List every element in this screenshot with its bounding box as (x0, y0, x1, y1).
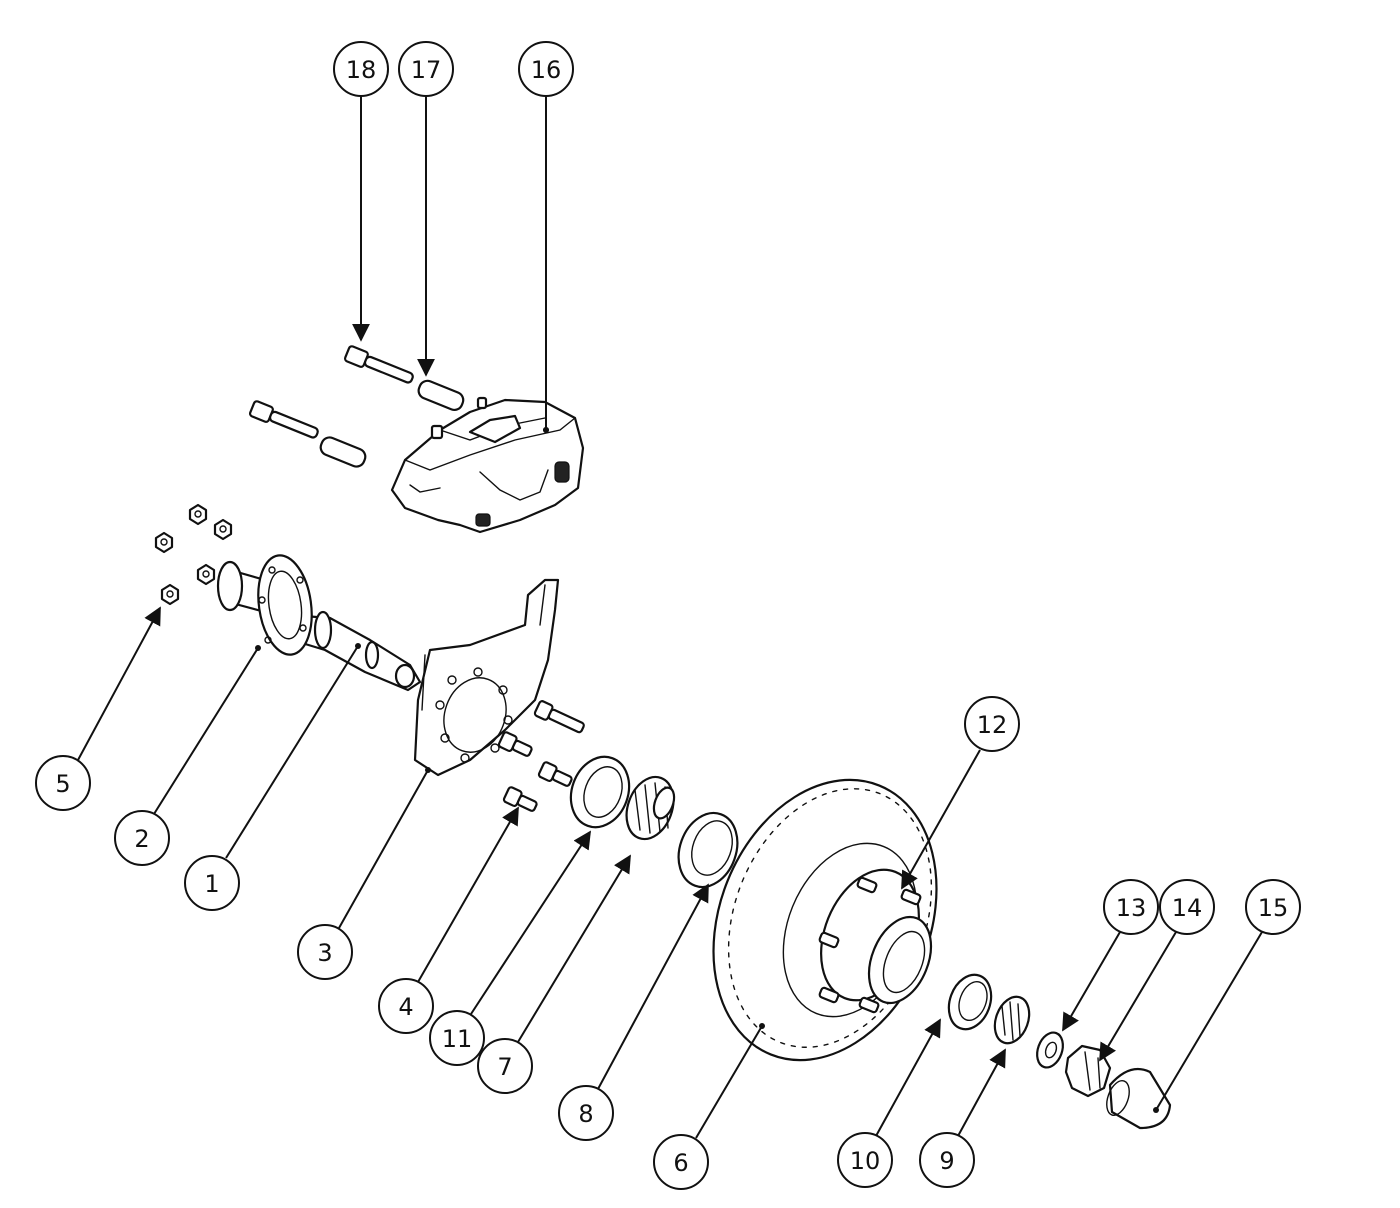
callout-number: 7 (497, 1053, 512, 1081)
inner-bearing-cone (625, 775, 676, 841)
callout-5: 5 (35, 755, 91, 811)
callout-number: 3 (317, 939, 332, 967)
callout-number: 18 (346, 56, 377, 84)
spindle-washer (1036, 1031, 1064, 1069)
bracket-bolts (497, 700, 585, 812)
leader-line-11 (470, 830, 591, 1015)
leader-line-1 (225, 645, 359, 859)
spindle (216, 560, 422, 692)
callout-10: 10 (837, 1132, 893, 1188)
caliper-bolt-upper (343, 345, 414, 384)
outer-bearing-cup (947, 973, 993, 1031)
dust-cap (1106, 1067, 1172, 1130)
leader-line-2 (153, 647, 259, 815)
callout-16: 16 (518, 41, 574, 97)
leader-line-8 (597, 883, 709, 1090)
callout-15: 15 (1245, 879, 1301, 935)
leader-line-6 (695, 1025, 763, 1139)
spindle-flange (257, 554, 313, 656)
callout-17: 17 (398, 41, 454, 97)
callout-9: 9 (919, 1132, 975, 1188)
callout-circle (398, 41, 454, 97)
callout-number: 5 (55, 770, 70, 798)
callout-number: 9 (939, 1147, 954, 1175)
brake-caliper (390, 396, 585, 534)
caliper-sleeve-lower (319, 436, 367, 468)
callout-number: 17 (411, 56, 442, 84)
callout-number: 13 (1116, 894, 1147, 922)
callout-circle (1103, 879, 1159, 935)
callout-circle (1159, 879, 1215, 935)
callout-number: 11 (442, 1025, 473, 1053)
callout-14: 14 (1159, 879, 1215, 935)
outer-bearing-cone (993, 995, 1031, 1045)
callout-circle (653, 1134, 709, 1190)
grease-seal (569, 755, 631, 829)
callout-number: 4 (398, 993, 413, 1021)
callout-11: 11 (429, 1010, 485, 1066)
leader-line-3 (338, 769, 429, 929)
callout-circle (114, 810, 170, 866)
leader-line-7 (517, 854, 631, 1043)
callout-1: 1 (184, 855, 240, 911)
leader-dot-2 (255, 645, 261, 651)
callout-circle (333, 41, 389, 97)
leader-lines (77, 95, 1263, 1139)
callout-circle (558, 1085, 614, 1141)
callout-7: 7 (477, 1038, 533, 1094)
brake-rotor (712, 778, 938, 1062)
callout-number: 16 (531, 56, 562, 84)
caliper-sleeve-upper (417, 379, 465, 412)
callout-number: 12 (977, 711, 1008, 739)
lug-nuts (154, 503, 233, 606)
callout-13: 13 (1103, 879, 1159, 935)
callout-circle (477, 1038, 533, 1094)
leader-line-9 (957, 1048, 1006, 1137)
callout-12: 12 (964, 696, 1020, 752)
leader-line-13 (1062, 931, 1121, 1032)
callout-18: 18 (333, 41, 389, 97)
caliper-mounting-bracket (413, 578, 560, 777)
callout-2: 2 (114, 810, 170, 866)
callout-circle (35, 755, 91, 811)
leader-line-12 (901, 749, 981, 890)
leader-dot-6 (759, 1023, 765, 1029)
callout-circle (1245, 879, 1301, 935)
callout-number: 6 (673, 1149, 688, 1177)
callout-circle (297, 924, 353, 980)
leader-line-14 (1099, 931, 1177, 1062)
caliper-bolt-lower (248, 400, 319, 439)
leader-line-15 (1155, 931, 1263, 1111)
leader-dot-15 (1153, 1107, 1159, 1113)
leader-line-5 (77, 606, 161, 761)
callout-number: 2 (134, 825, 149, 853)
castle-nut (1064, 1044, 1112, 1098)
callout-number: 8 (578, 1100, 593, 1128)
callout-4: 4 (378, 978, 434, 1034)
callout-circle (964, 696, 1020, 752)
leader-line-10 (875, 1018, 941, 1137)
callout-circle (919, 1132, 975, 1188)
callout-6: 6 (653, 1134, 709, 1190)
leader-dot-16 (543, 427, 549, 433)
leader-line-4 (417, 806, 519, 983)
callout-circle (184, 855, 240, 911)
leader-dot-1 (355, 643, 361, 649)
leader-dot-3 (425, 767, 431, 773)
callout-number: 15 (1258, 894, 1289, 922)
callout-8: 8 (558, 1085, 614, 1141)
callout-circle (518, 41, 574, 97)
callout-circle (429, 1010, 485, 1066)
callout-circle (378, 978, 434, 1034)
callout-number: 10 (850, 1147, 881, 1175)
callout-number: 1 (204, 870, 219, 898)
callout-3: 3 (297, 924, 353, 980)
callout-circle (837, 1132, 893, 1188)
callout-number: 14 (1172, 894, 1203, 922)
